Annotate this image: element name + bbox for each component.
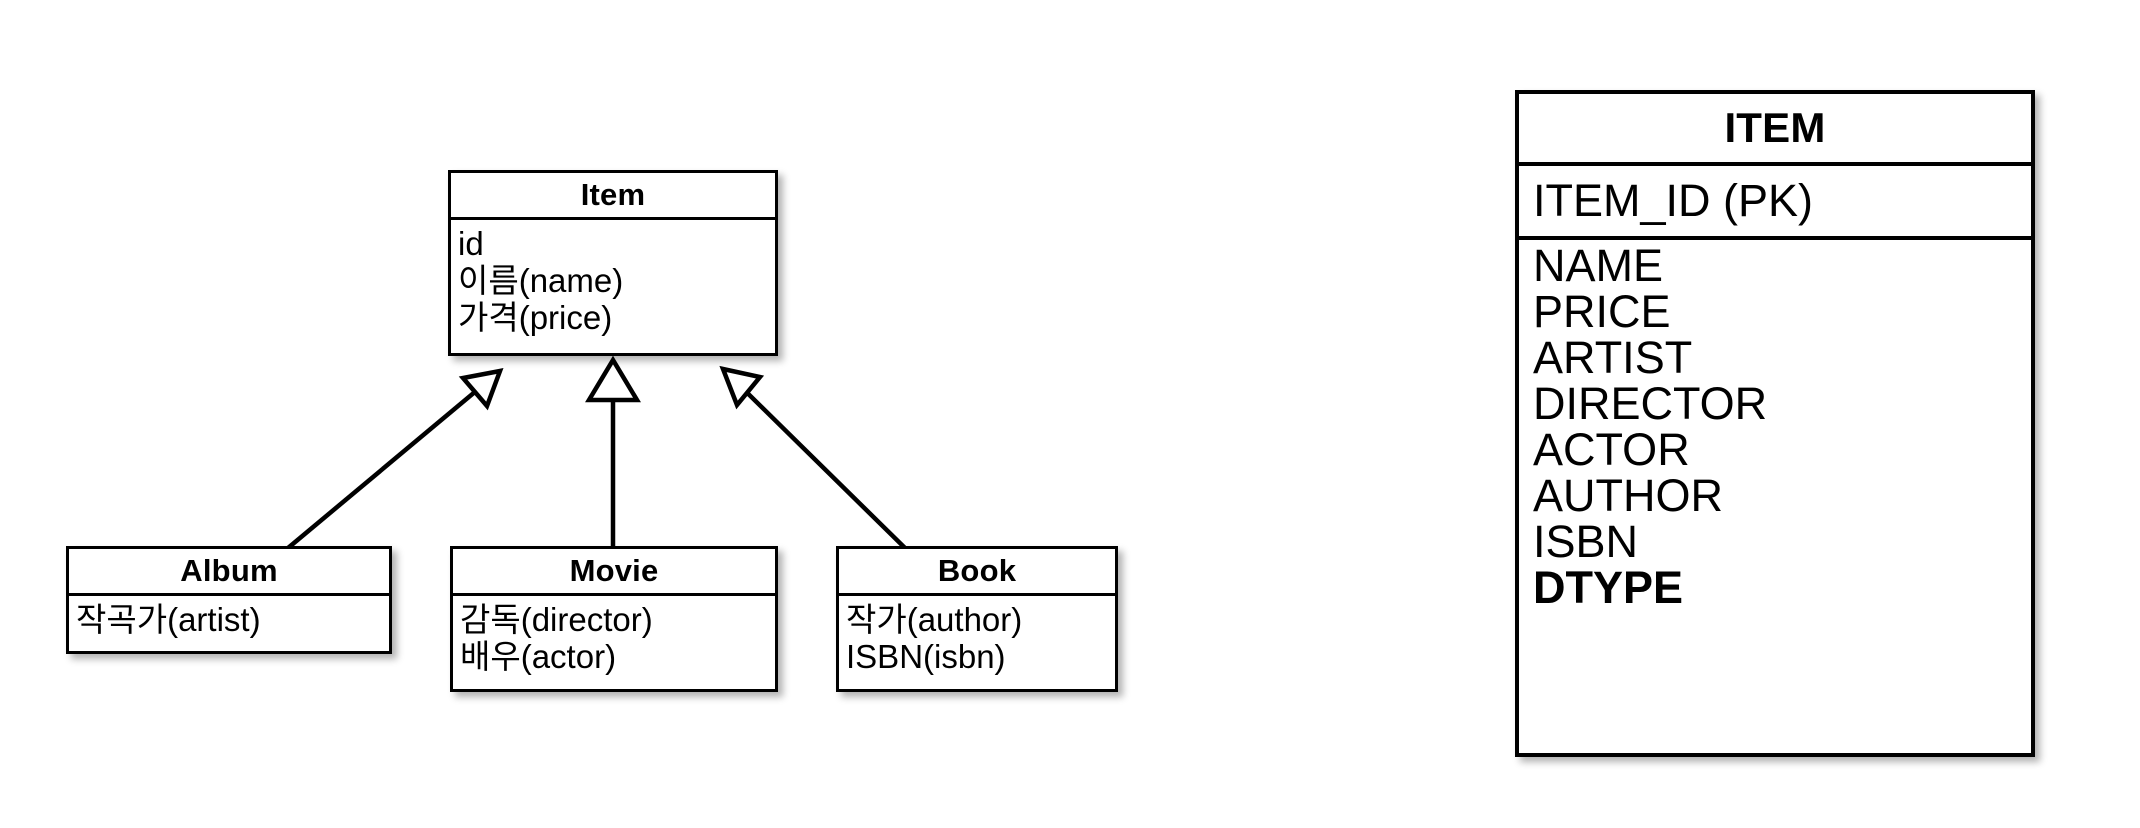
class-attribute: id bbox=[458, 225, 484, 262]
class-attributes-item: id 이름(name) 가격(price) bbox=[451, 220, 775, 336]
table-primary-key-row: ITEM_ID (PK) bbox=[1519, 166, 2031, 240]
class-box-item[interactable]: Item id 이름(name) 가격(price) bbox=[448, 170, 778, 356]
class-attributes-movie: 감독(director) 배우(actor) bbox=[453, 596, 775, 675]
class-attribute: 가격(price) bbox=[458, 299, 613, 336]
table-column: AUTHOR bbox=[1533, 470, 1723, 521]
table-column: ISBN bbox=[1533, 516, 1639, 567]
class-attributes-book: 작가(author) ISBN(isbn) bbox=[839, 596, 1115, 675]
edge-album-to-item bbox=[286, 368, 504, 550]
class-box-album[interactable]: Album 작곡가(artist) bbox=[66, 546, 392, 654]
class-box-movie[interactable]: Movie 감독(director) 배우(actor) bbox=[450, 546, 778, 692]
class-attribute: 감독(director) bbox=[460, 601, 653, 638]
edge-book-to-item bbox=[719, 365, 907, 550]
table-column: DIRECTOR bbox=[1533, 378, 1768, 429]
class-title-book: Book bbox=[839, 549, 1115, 596]
class-attribute: 작가(author) bbox=[846, 601, 1023, 638]
table-column: ACTOR bbox=[1533, 424, 1690, 475]
class-title-movie: Movie bbox=[453, 549, 775, 596]
class-attribute: 작곡가(artist) bbox=[76, 601, 261, 638]
class-attribute: 배우(actor) bbox=[460, 638, 617, 675]
class-attribute: 이름(name) bbox=[458, 262, 624, 299]
class-title-album: Album bbox=[69, 549, 389, 596]
table-column: PRICE bbox=[1533, 286, 1671, 337]
table-column: NAME bbox=[1533, 240, 1664, 291]
table-box-item[interactable]: ITEM ITEM_ID (PK) NAME PRICE ARTIST DIRE… bbox=[1515, 90, 2035, 757]
class-attributes-album: 작곡가(artist) bbox=[69, 596, 389, 638]
class-title-item: Item bbox=[451, 173, 775, 220]
table-title-item: ITEM bbox=[1519, 94, 2031, 166]
class-attribute: ISBN(isbn) bbox=[846, 638, 1006, 675]
edge-movie-to-item bbox=[585, 355, 641, 548]
class-box-book[interactable]: Book 작가(author) ISBN(isbn) bbox=[836, 546, 1118, 692]
table-column-dtype: DTYPE bbox=[1533, 562, 1684, 613]
table-columns: NAME PRICE ARTIST DIRECTOR ACTOR AUTHOR … bbox=[1519, 240, 2031, 611]
table-column: ARTIST bbox=[1533, 332, 1693, 383]
